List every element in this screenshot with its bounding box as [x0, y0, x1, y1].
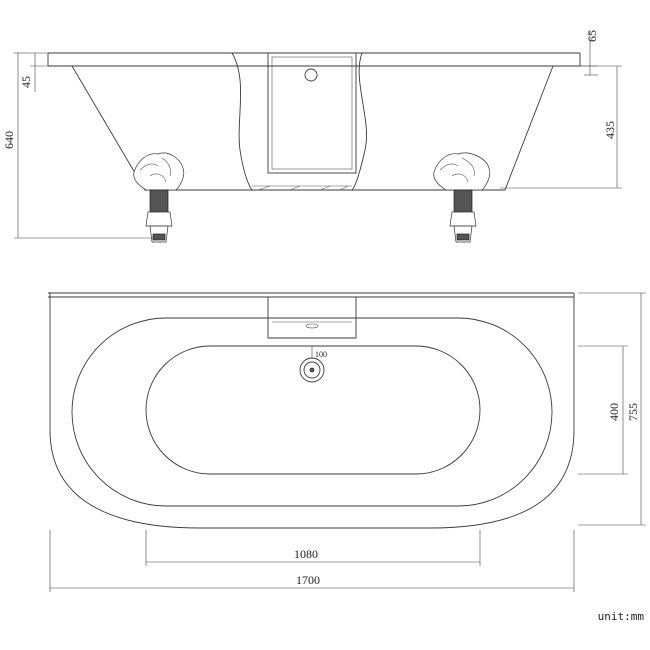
drain-center: [309, 367, 315, 373]
top-basin-outline: [145, 345, 481, 475]
claw-foot-right: [433, 152, 491, 243]
top-rim-inner-outline: [71, 317, 553, 507]
claw-foot-left: [133, 152, 185, 243]
overflow-panel-inner: [271, 56, 353, 170]
base-band-ornament: [257, 185, 349, 191]
dim-45-label: 45: [19, 76, 33, 88]
unit-label: unit:mm: [598, 610, 645, 623]
dim-640-label: 640: [2, 131, 16, 149]
top-overflow-housing: [267, 297, 357, 339]
tub-body-outline: [71, 65, 554, 191]
dim-755-label: 755: [626, 403, 640, 421]
top-view: 100 400 755 1080 1700: [48, 292, 646, 592]
dim-400-label: 400: [607, 403, 621, 421]
dim-100-label: 100: [315, 350, 327, 359]
back-panel-left-curve: [231, 52, 253, 191]
overflow-hole-side: [304, 68, 318, 82]
side-view: 45 640 65 435: [2, 30, 622, 243]
back-panel-right-curve: [351, 52, 367, 191]
dim-1700-label: 1700: [296, 573, 320, 587]
dim-65-label: 65: [585, 30, 599, 42]
overflow-panel: [267, 52, 357, 174]
top-overflow-slot: [305, 323, 319, 329]
top-outer-outline: [49, 293, 575, 529]
dim-1080-label: 1080: [294, 547, 318, 561]
drain-middle: [303, 361, 321, 379]
dim-435-label: 435: [603, 121, 617, 139]
